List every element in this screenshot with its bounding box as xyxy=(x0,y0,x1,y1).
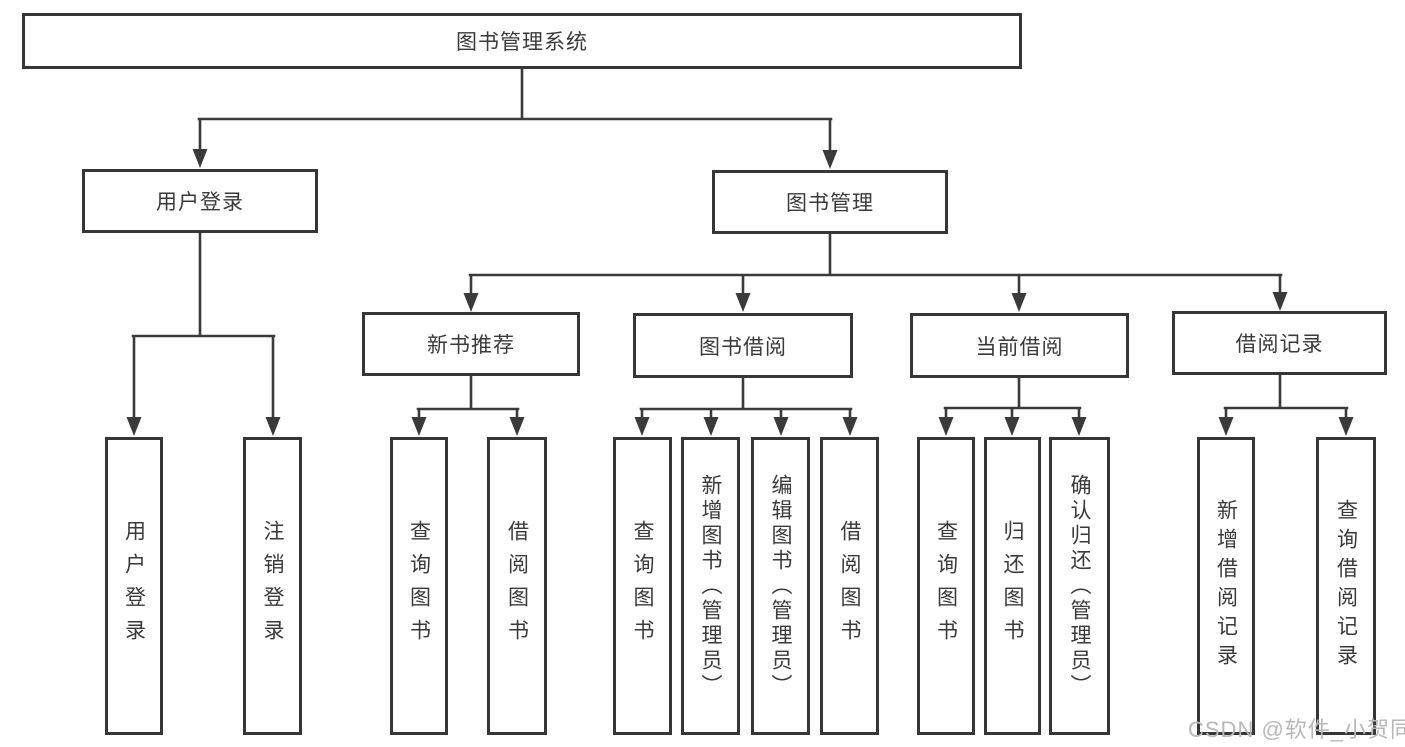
node-label: 用户登录 xyxy=(156,191,244,214)
leaf-label: 编辑图书（管理员） xyxy=(769,473,792,699)
node-label: 新书推荐 xyxy=(427,334,515,357)
csdn-watermark: CSDN @软件_小贺同学 xyxy=(1188,717,1405,742)
arrowhead-icon xyxy=(1218,417,1234,436)
arrowhead-icon xyxy=(1272,292,1288,311)
leaf-query-borrow-record: 查询借阅记录 xyxy=(1316,437,1376,735)
node-user-login: 用户登录 xyxy=(82,169,318,233)
node-label: 图书管理系统 xyxy=(456,31,588,54)
arrowhead-icon xyxy=(1004,417,1020,436)
arrowhead-icon xyxy=(192,149,208,168)
leaf-label: 新增图书（管理员） xyxy=(699,473,722,699)
leaf-edit-books-admin: 编辑图书（管理员） xyxy=(751,437,810,735)
arrowhead-icon xyxy=(822,150,838,169)
arrowhead-icon xyxy=(703,417,719,436)
node-library-management-system: 图书管理系统 xyxy=(22,13,1022,69)
leaf-add-borrow-record: 新增借阅记录 xyxy=(1197,437,1255,735)
node-book-management: 图书管理 xyxy=(712,170,948,234)
leaf-label: 查询图书 xyxy=(631,520,654,652)
leaf-label: 查询借阅记录 xyxy=(1334,499,1358,673)
leaf-query-books-recommend: 查询图书 xyxy=(390,437,448,735)
arrowhead-icon xyxy=(773,417,789,436)
leaf-confirm-return-admin: 确认归还（管理员） xyxy=(1049,437,1110,735)
leaf-logout: 注销登录 xyxy=(243,437,302,735)
arrowhead-icon xyxy=(411,417,427,436)
arrowheads xyxy=(126,149,1354,436)
leaf-label: 注销登录 xyxy=(261,520,284,652)
arrowhead-icon xyxy=(735,293,751,312)
leaf-label: 查询图书 xyxy=(934,520,958,652)
arrowhead-icon xyxy=(938,417,954,436)
arrowhead-icon xyxy=(463,293,479,312)
leaf-user-login: 用户登录 xyxy=(105,437,163,735)
node-book-borrowing: 图书借阅 xyxy=(633,313,853,378)
leaf-label: 确认归还（管理员） xyxy=(1068,473,1091,699)
node-current-borrowing: 当前借阅 xyxy=(910,313,1129,378)
arrowhead-icon xyxy=(634,417,650,436)
leaf-query-books-current: 查询图书 xyxy=(917,437,975,735)
node-new-book-recommend: 新书推荐 xyxy=(362,312,580,376)
leaf-borrow-books-recommend: 借阅图书 xyxy=(487,437,547,735)
leaf-label: 用户登录 xyxy=(122,520,146,652)
node-label: 图书管理 xyxy=(786,192,874,215)
arrowhead-icon xyxy=(1071,417,1087,436)
node-borrowing-records: 借阅记录 xyxy=(1172,311,1387,375)
node-label: 当前借阅 xyxy=(975,335,1064,359)
leaf-label: 归还图书 xyxy=(1001,520,1024,652)
leaf-label: 查询图书 xyxy=(407,520,431,652)
node-label: 图书借阅 xyxy=(699,335,787,359)
node-label: 借阅记录 xyxy=(1235,333,1324,356)
leaf-label: 借阅图书 xyxy=(505,520,529,652)
arrowhead-icon xyxy=(509,417,525,436)
leaf-label: 新增借阅记录 xyxy=(1214,499,1238,673)
leaf-label: 借阅图书 xyxy=(838,520,861,652)
arrowhead-icon xyxy=(1338,417,1354,436)
leaf-add-books-admin: 新增图书（管理员） xyxy=(681,437,740,735)
leaf-return-books: 归还图书 xyxy=(984,437,1041,735)
leaf-borrow-books-borrowing: 借阅图书 xyxy=(820,437,879,735)
arrowhead-icon xyxy=(1011,293,1027,312)
arrowhead-icon xyxy=(126,417,142,436)
arrowhead-icon xyxy=(842,417,858,436)
arrowhead-icon xyxy=(265,417,281,436)
leaf-query-books-borrowing: 查询图书 xyxy=(613,437,672,735)
